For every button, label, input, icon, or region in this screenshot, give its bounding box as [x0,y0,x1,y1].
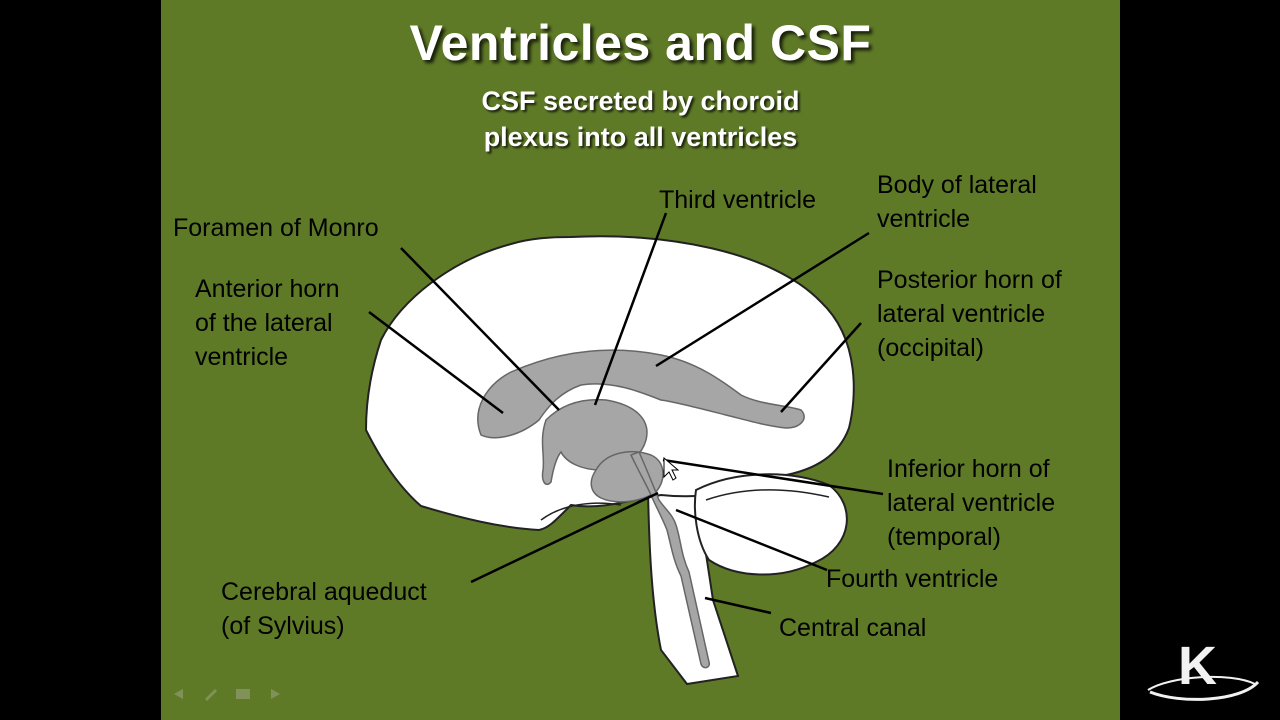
label-anterior-horn: Anterior horn of the lateral ventricle [195,275,340,371]
slide-title: Ventricles and CSF [409,15,872,71]
label-fourth-ventricle: Fourth ventricle [826,565,999,593]
label-inferior-horn: Inferior horn of lateral ventricle (temp… [887,455,1056,551]
lateral-ventricle [477,349,805,439]
label-cerebral-aqueduct: Cerebral aqueduct (of Sylvius) [221,578,427,640]
khan-academy-logo: K [1140,632,1265,712]
previous-slide-icon[interactable] [169,686,189,702]
mouse-cursor-icon [663,456,680,481]
slide-subtitle-line-1: CSF secreted by choroid [481,86,800,116]
aqueduct-and-canal [629,451,711,669]
slide-menu-icon[interactable] [233,686,253,702]
label-posterior-horn: Posterior horn of lateral ventricle (occ… [877,266,1062,362]
leader-lines [368,212,884,615]
pen-icon[interactable] [201,686,221,702]
brain-diagram [364,212,884,686]
label-third-ventricle: Third ventricle [659,186,816,214]
slide-subtitle-line-2: plexus into all ventricles [483,122,798,152]
slide-controls [169,686,285,702]
slide: Ventricles and CSF CSF secreted by choro… [161,0,1120,720]
logo-letter: K [1178,636,1217,696]
label-central-canal: Central canal [779,614,927,642]
ventricle-system [477,349,805,669]
next-slide-icon[interactable] [265,686,285,702]
label-body-of-lateral-ventricle: Body of lateral ventricle [877,171,1037,233]
label-foramen-of-monro: Foramen of Monro [173,214,379,242]
